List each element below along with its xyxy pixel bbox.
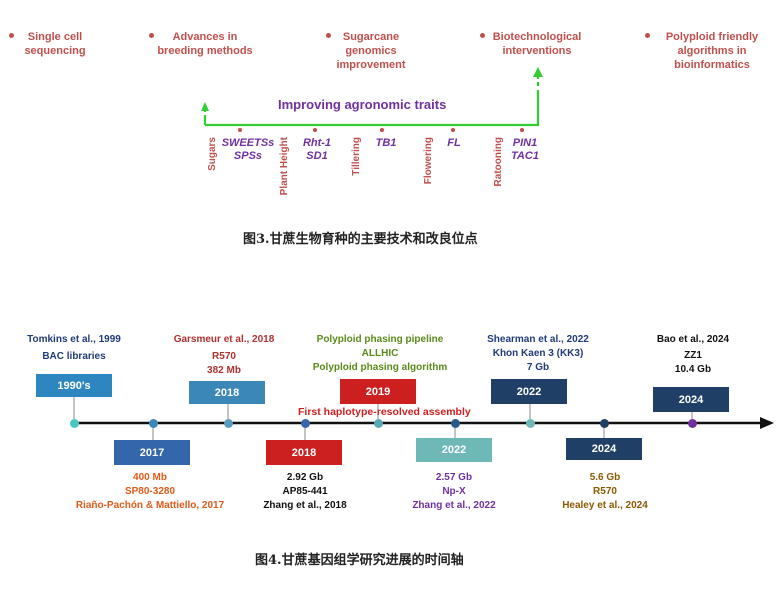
assembly-label: First haplotype-resolved assembly — [298, 406, 471, 418]
trait-marker — [380, 128, 384, 132]
event-box-2022-above: 2022 — [491, 379, 567, 404]
timeline-dot-2017 — [149, 419, 158, 428]
timeline-dot-2018a — [224, 419, 233, 428]
tech-genomics: Sugarcane genomics improvement — [336, 31, 406, 71]
timeline-axis — [74, 417, 774, 429]
event-box-2022-below: 2022 — [416, 438, 492, 462]
gene-rht1-sd1: Rht-1 SD1 — [302, 137, 332, 162]
figure-3-caption: 图3.甘蔗生物育种的主要技术和改良位点 — [243, 232, 478, 247]
trait-marker — [313, 128, 317, 132]
gene-tb1: TB1 — [375, 137, 397, 149]
timeline-dot-2022b — [526, 419, 535, 428]
trait-bracket-arrow — [201, 67, 543, 127]
trait-marker — [238, 128, 242, 132]
event-2022-shearman-text: Shearman et al., 2022 Khon Kaen 3 (KK3) … — [487, 334, 589, 373]
event-box-2018-above: 2018 — [189, 381, 265, 404]
arrow-label: Improving agronomic traits — [278, 97, 447, 112]
event-2018-zhang-text: 2.92 Gb AP85-441 Zhang et al., 2018 — [263, 472, 347, 511]
event-2024-healey-text: 5.6 Gb R570 Healey et al., 2024 — [562, 472, 648, 511]
event-box-2024-above: 2024 — [653, 387, 729, 412]
event-box-2024-below: 2024 — [566, 438, 642, 460]
event-2018-garsmeur-text: Garsmeur et al., 2018 R570 382 Mb — [173, 334, 275, 376]
timeline-dot-2019 — [374, 419, 383, 428]
event-2019-text: Polyploid phasing pipeline ALLHIC Polypl… — [312, 334, 448, 373]
event-2024-bao-text: Bao et al., 2024 ZZ1 10.4 Gb — [656, 334, 730, 375]
bullet-icon — [326, 33, 331, 38]
bullet-icon — [9, 33, 14, 38]
timeline-dot-2024a — [600, 419, 609, 428]
event-2022-zhang-text: 2.57 Gb Np-X Zhang et al., 2022 — [412, 472, 496, 511]
timeline-dot-2018b — [301, 419, 310, 428]
tech-biotechnological: Biotechnological interventions — [492, 31, 582, 57]
event-box-2017: 2017 — [114, 440, 190, 465]
bullet-icon — [480, 33, 485, 38]
event-1990s-text: Tomkins et al., 1999 BAC libraries — [27, 334, 121, 362]
bullet-icon — [645, 33, 650, 38]
gene-fl: FL — [447, 137, 461, 149]
timeline-dot-2022a — [451, 419, 460, 428]
event-box-2018-below: 2018 — [266, 440, 342, 465]
gene-pin1-tac1: PIN1 TAC1 — [511, 137, 539, 162]
bullet-icon — [149, 33, 154, 38]
trait-marker — [451, 128, 455, 132]
event-box-2019: 2019 — [340, 379, 416, 404]
gene-sweets-sps: SWEETSs SPSs — [221, 137, 275, 162]
timeline-dot-1990s — [70, 419, 79, 428]
event-2017-text: 400 Mb SP80-3280 Riaño-Pachón & Mattiell… — [75, 472, 225, 511]
tech-single-cell: Single cell sequencing — [24, 31, 86, 57]
tech-polyploid-algorithms: Polyploid friendly algorithms in bioinfo… — [665, 31, 759, 71]
tech-breeding-methods: Advances in breeding methods — [157, 31, 253, 57]
event-box-1990s: 1990's — [36, 374, 112, 397]
figure-4-caption: 图4.甘蔗基因组学研究进展的时间轴 — [255, 553, 464, 568]
timeline-dot-2024b — [688, 419, 697, 428]
trait-marker — [520, 128, 524, 132]
